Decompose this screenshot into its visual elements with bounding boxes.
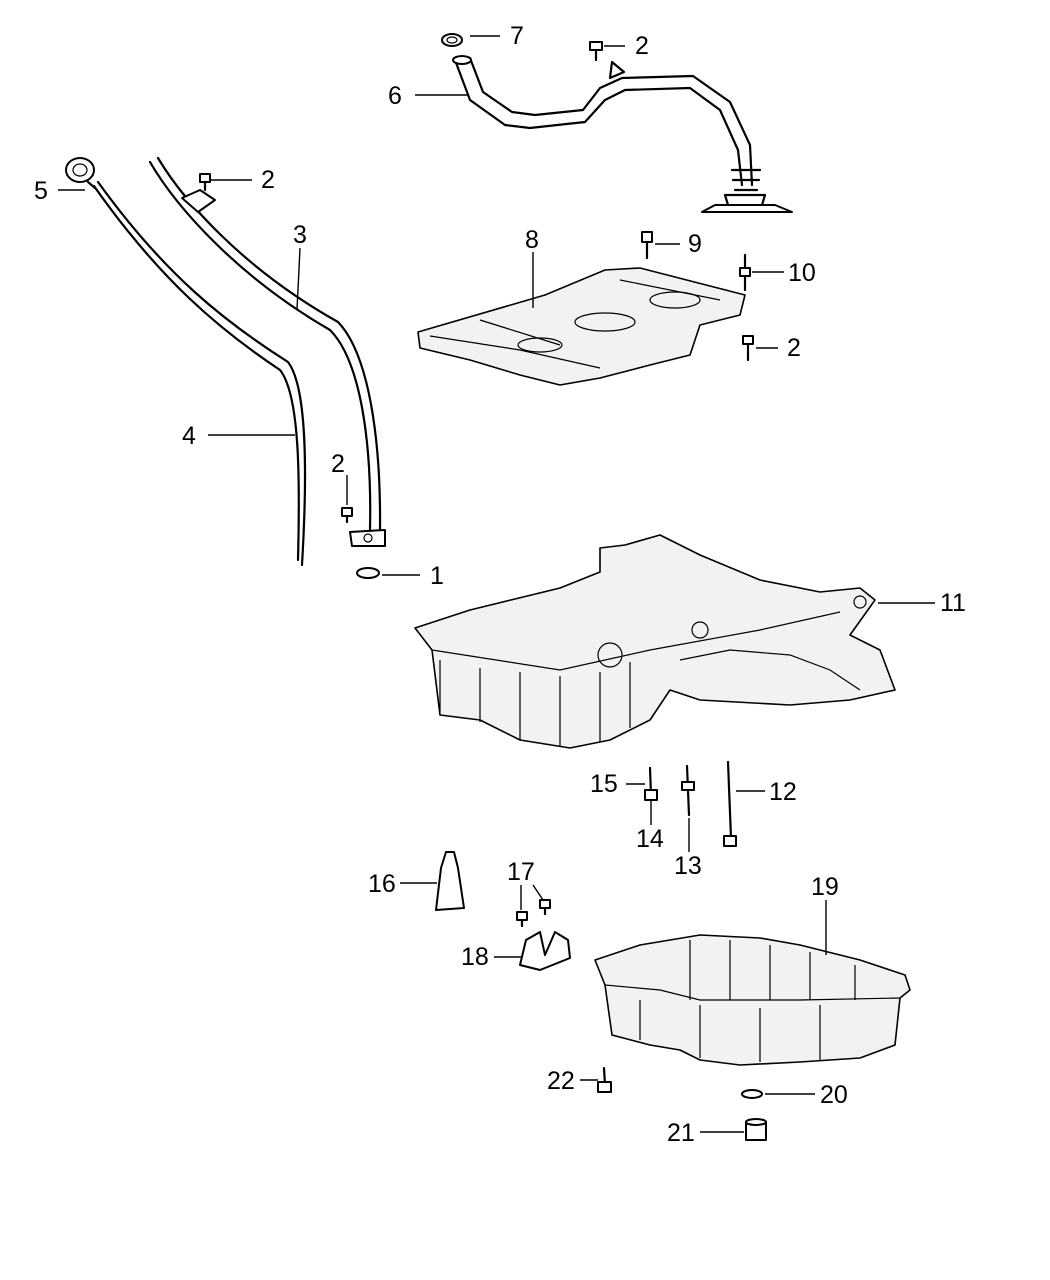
- callout-3: 3: [293, 221, 307, 249]
- callout-10: 10: [788, 259, 816, 287]
- callout-2-dipstick-bolt: 2: [261, 166, 275, 194]
- o-ring-pickup: [441, 33, 463, 47]
- callout-2-pickup-bolt: 2: [635, 32, 649, 60]
- oil-pickup-tube: [452, 55, 793, 213]
- callout-13: 13: [674, 852, 702, 880]
- stud-tray-10: [739, 253, 751, 292]
- bolt-tray-9: [641, 231, 653, 260]
- callout-9: 9: [688, 230, 702, 258]
- bolt-tray-2: [742, 335, 754, 362]
- bolt-22: [597, 1066, 612, 1093]
- callout-12: 12: [769, 778, 797, 806]
- callout-14: 14: [636, 825, 664, 853]
- sealant-tube: [435, 851, 465, 911]
- callout-21: 21: [667, 1119, 695, 1147]
- callout-6: 6: [388, 82, 402, 110]
- bolt-12: [723, 760, 737, 847]
- bolt-tube-lower: [341, 507, 353, 524]
- callout-1: 1: [430, 562, 444, 590]
- bolt-tube-upper: [199, 173, 211, 192]
- callout-16: 16: [368, 870, 396, 898]
- dipstick: [65, 157, 307, 567]
- callout-20: 20: [820, 1081, 848, 1109]
- callout-4: 4: [182, 422, 196, 450]
- callout-2-tray-bolt: 2: [787, 334, 801, 362]
- bolt-17b: [539, 899, 551, 916]
- callout-18: 18: [461, 943, 489, 971]
- callout-17: 17: [507, 858, 535, 886]
- bolt-17a: [516, 911, 528, 928]
- callout-5: 5: [34, 177, 48, 205]
- callout-19: 19: [811, 873, 839, 901]
- bracket-18: [519, 931, 571, 971]
- callout-2-tube-bolt: 2: [331, 450, 345, 478]
- windage-tray: [417, 267, 746, 386]
- upper-oil-pan: [414, 534, 896, 749]
- washer-20: [741, 1089, 763, 1099]
- o-ring-tube: [356, 567, 380, 579]
- callout-7: 7: [510, 22, 524, 50]
- bolt-15: [644, 766, 658, 801]
- leader-lines: [58, 35, 935, 1133]
- callout-8: 8: [525, 226, 539, 254]
- bolt-13: [681, 764, 695, 817]
- callout-labels: 1 2 2 2 2 3 4 5 6 7 8 9 10 11 12 13 14 1…: [34, 22, 966, 1147]
- drain-plug-21: [745, 1118, 767, 1141]
- callout-15: 15: [590, 770, 618, 798]
- bolt-pickup: [589, 41, 603, 62]
- dipstick-tube: [148, 156, 386, 547]
- lower-oil-pan: [594, 934, 911, 1066]
- callout-11: 11: [940, 589, 966, 617]
- callout-22: 22: [547, 1067, 575, 1095]
